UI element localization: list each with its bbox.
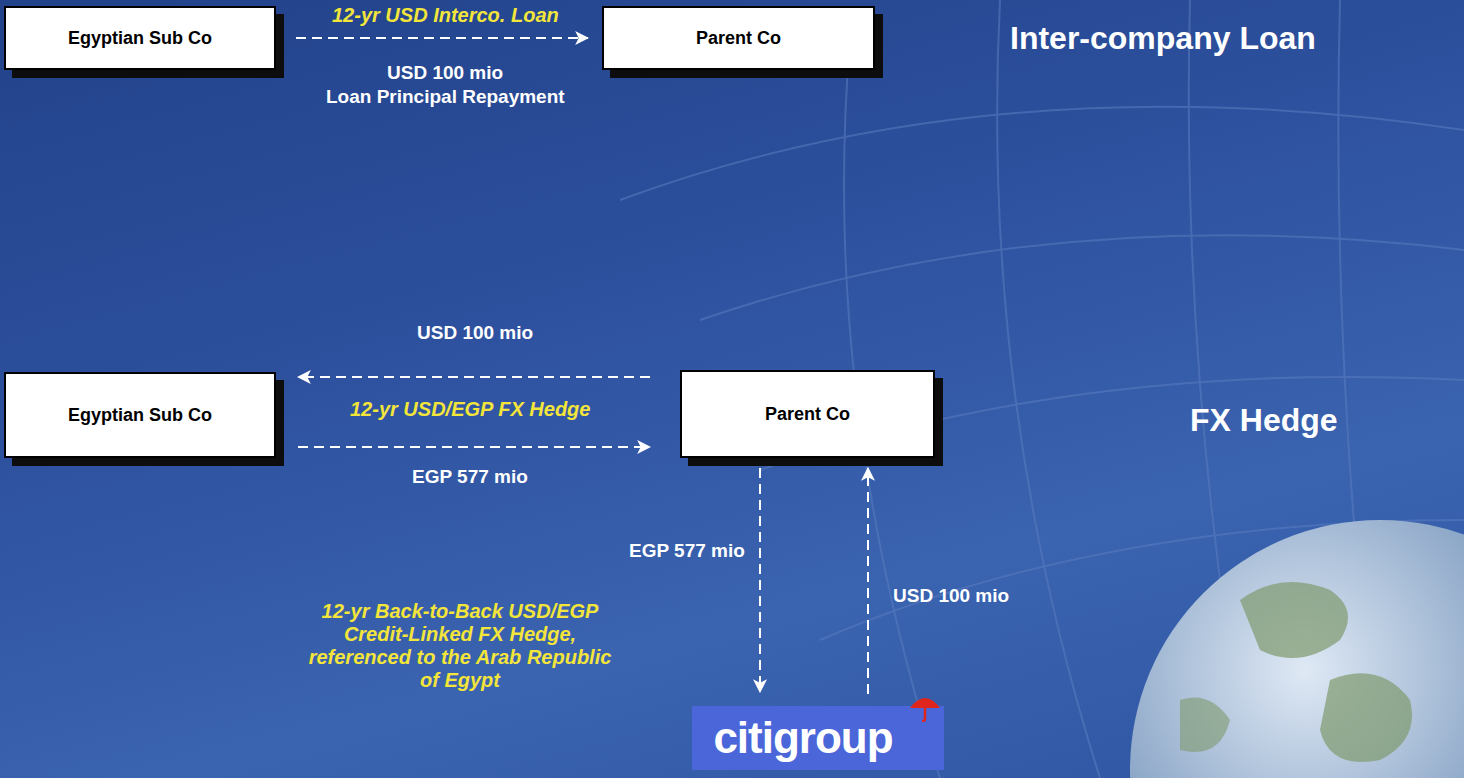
amount-label: USD 100 mio	[893, 585, 1009, 607]
instrument-label: 12-yr USD Interco. Loan	[332, 4, 559, 27]
entity-name: Parent Co	[696, 28, 781, 49]
dashed-flow-arrow	[298, 376, 650, 378]
entity-name: Egyptian Sub Co	[68, 28, 212, 49]
amount-label: EGP 577 mio	[412, 466, 528, 488]
entity-name: Parent Co	[765, 404, 850, 425]
instrument-label: 12-yr Back-to-Back USD/EGP Credit-Linked…	[300, 600, 620, 692]
amount-label: EGP 577 mio	[629, 540, 745, 562]
instrument-label: 12-yr USD/EGP FX Hedge	[350, 398, 590, 421]
section-heading: Inter-company Loan	[1010, 20, 1316, 57]
logo-wordmark: citigroup	[713, 716, 892, 760]
dashed-flow-arrow	[759, 468, 761, 692]
umbrella-symbol	[908, 692, 942, 722]
section-heading: FX Hedge	[1190, 402, 1338, 439]
amount-label: USD 100 mio	[387, 62, 503, 84]
entity-box: Egyptian Sub Co	[4, 6, 276, 70]
entity-name: Egyptian Sub Co	[68, 405, 212, 426]
bank-logo: citigroup	[692, 706, 944, 770]
entity-box: Parent Co	[602, 6, 875, 70]
dashed-flow-arrow	[296, 37, 588, 39]
entity-box: Egyptian Sub Co	[4, 372, 276, 458]
amount-label: Loan Principal Repayment	[326, 86, 565, 108]
globe-illustration	[1130, 520, 1464, 778]
dashed-flow-arrow	[867, 468, 869, 694]
entity-box: Parent Co	[680, 370, 935, 458]
amount-label: USD 100 mio	[417, 322, 533, 344]
dashed-flow-arrow	[298, 446, 650, 448]
